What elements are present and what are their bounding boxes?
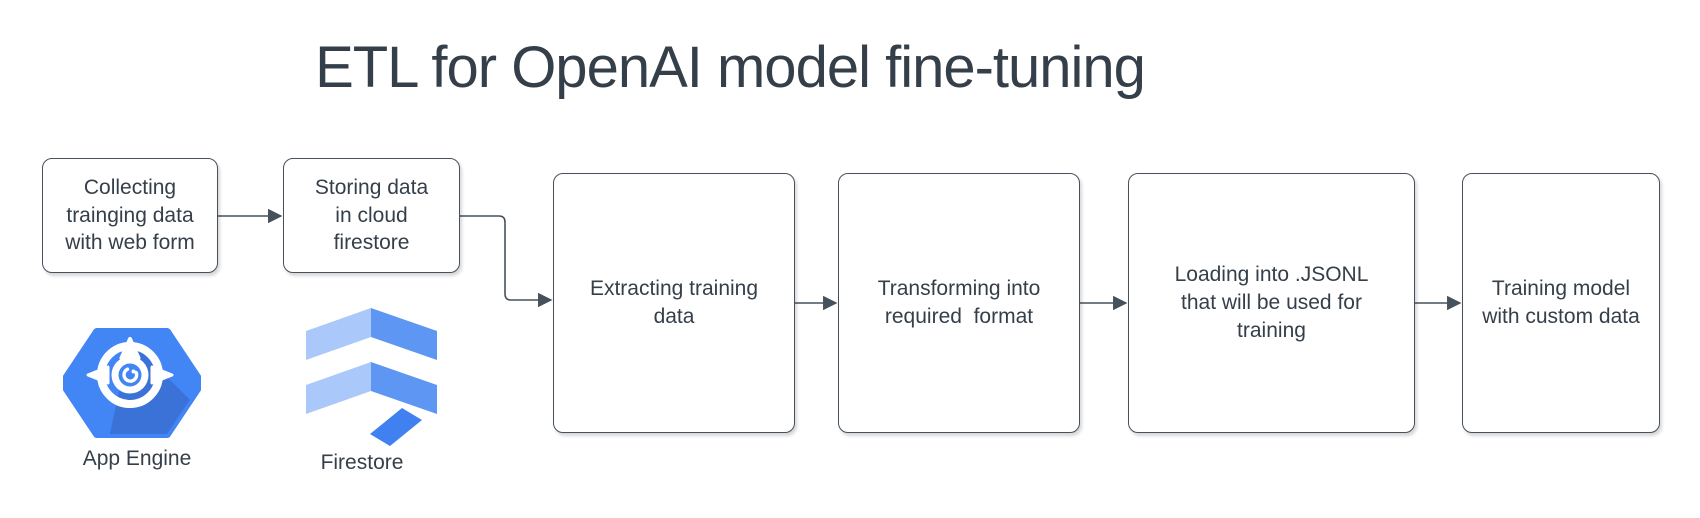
node-extracting-training-data: Extracting training data: [553, 173, 795, 433]
chevron2-right: [371, 362, 437, 414]
node-label: Transforming into required format: [877, 277, 1041, 328]
chevron2-left: [306, 362, 371, 414]
node-label: Loading into .JSONL that will be used fo…: [1174, 263, 1369, 342]
arrow-store-to-extract: [460, 215, 553, 308]
diagram-title: ETL for OpenAI model fine-tuning: [315, 35, 1146, 100]
chevron1-left: [306, 308, 371, 360]
chevron1-right: [371, 308, 437, 360]
node-label: Storing data in cloud firestore: [314, 175, 429, 255]
node-label: Training model with custom data: [1482, 277, 1640, 328]
engine-glyph: [86, 337, 174, 408]
app-engine-label: App Engine: [82, 447, 192, 470]
node-transforming-format: Transforming into required format: [838, 173, 1080, 433]
node-label: Collecting trainging data with web form: [65, 175, 195, 255]
firestore-glyph: [306, 308, 437, 446]
node-collecting-training-data: Collecting trainging data with web form: [42, 158, 218, 273]
firestore-icon: [306, 308, 437, 446]
node-training-model: Training model with custom data: [1462, 173, 1660, 433]
firestore-label: Firestore: [320, 451, 404, 474]
node-storing-data-firestore: Storing data in cloud firestore: [283, 158, 460, 273]
node-label: Extracting training data: [589, 277, 759, 328]
bottom-parallelogram: [370, 408, 422, 446]
app-engine-icon: [63, 328, 201, 438]
node-loading-jsonl: Loading into .JSONL that will be used fo…: [1128, 173, 1415, 433]
